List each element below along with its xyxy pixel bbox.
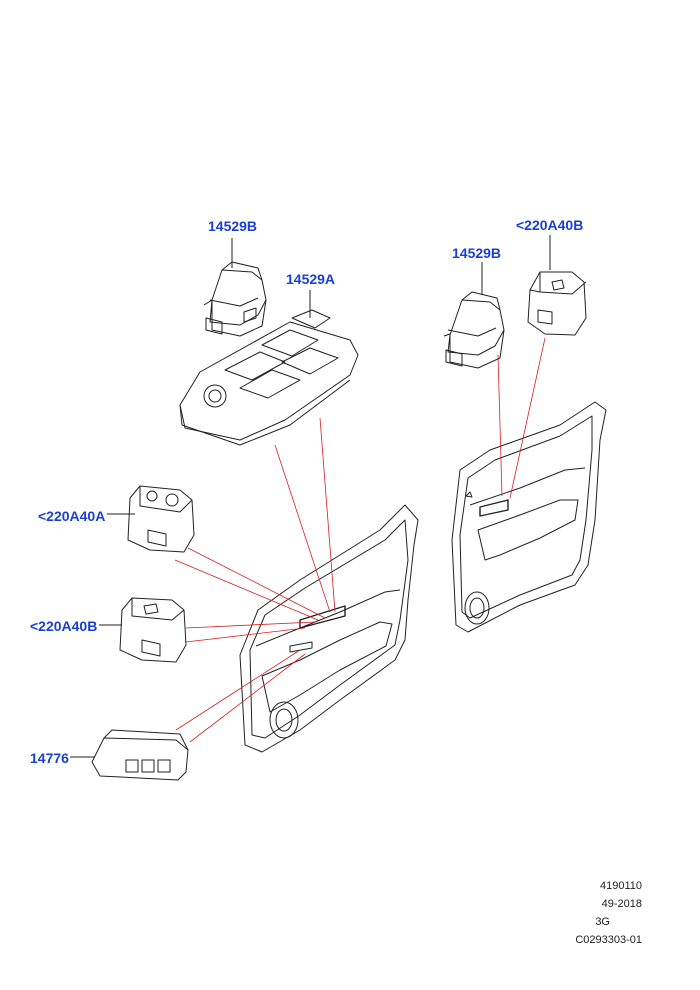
callout-14529a[interactable]: 14529A (286, 271, 336, 287)
footer-ref-line2: 49-2018 (601, 898, 642, 910)
callout-14776[interactable]: 14776 (30, 750, 69, 766)
window-switch-14529b-right (443, 291, 505, 369)
callout-220a40a[interactable]: <220A40A (38, 508, 106, 524)
footer-ref-line1: 4190110 (599, 880, 642, 892)
callout-14529b-right[interactable]: 14529B (452, 245, 502, 261)
childlock-switch-220a40b-right (527, 271, 587, 336)
switch-block-14776 (91, 729, 189, 781)
callout-14529b-left[interactable]: 14529B (208, 218, 258, 234)
footer-ref-line3: 3G (595, 916, 610, 928)
red-leaders (174, 337, 546, 743)
footer-ref-line4: C0293303-01 (575, 934, 642, 946)
callout-220a40b-right[interactable]: <220A40B (516, 217, 584, 233)
childlock-switch-220a40b-left (119, 597, 187, 663)
switch-220a40a (127, 485, 195, 553)
black-leaders (70, 235, 551, 758)
window-switch-pack-14529a (179, 309, 359, 446)
callout-220a40b-left[interactable]: <220A40B (30, 618, 98, 634)
front-door-panel (239, 504, 419, 753)
window-switch-14529b-left (203, 261, 267, 337)
rear-door-panel (451, 401, 607, 633)
